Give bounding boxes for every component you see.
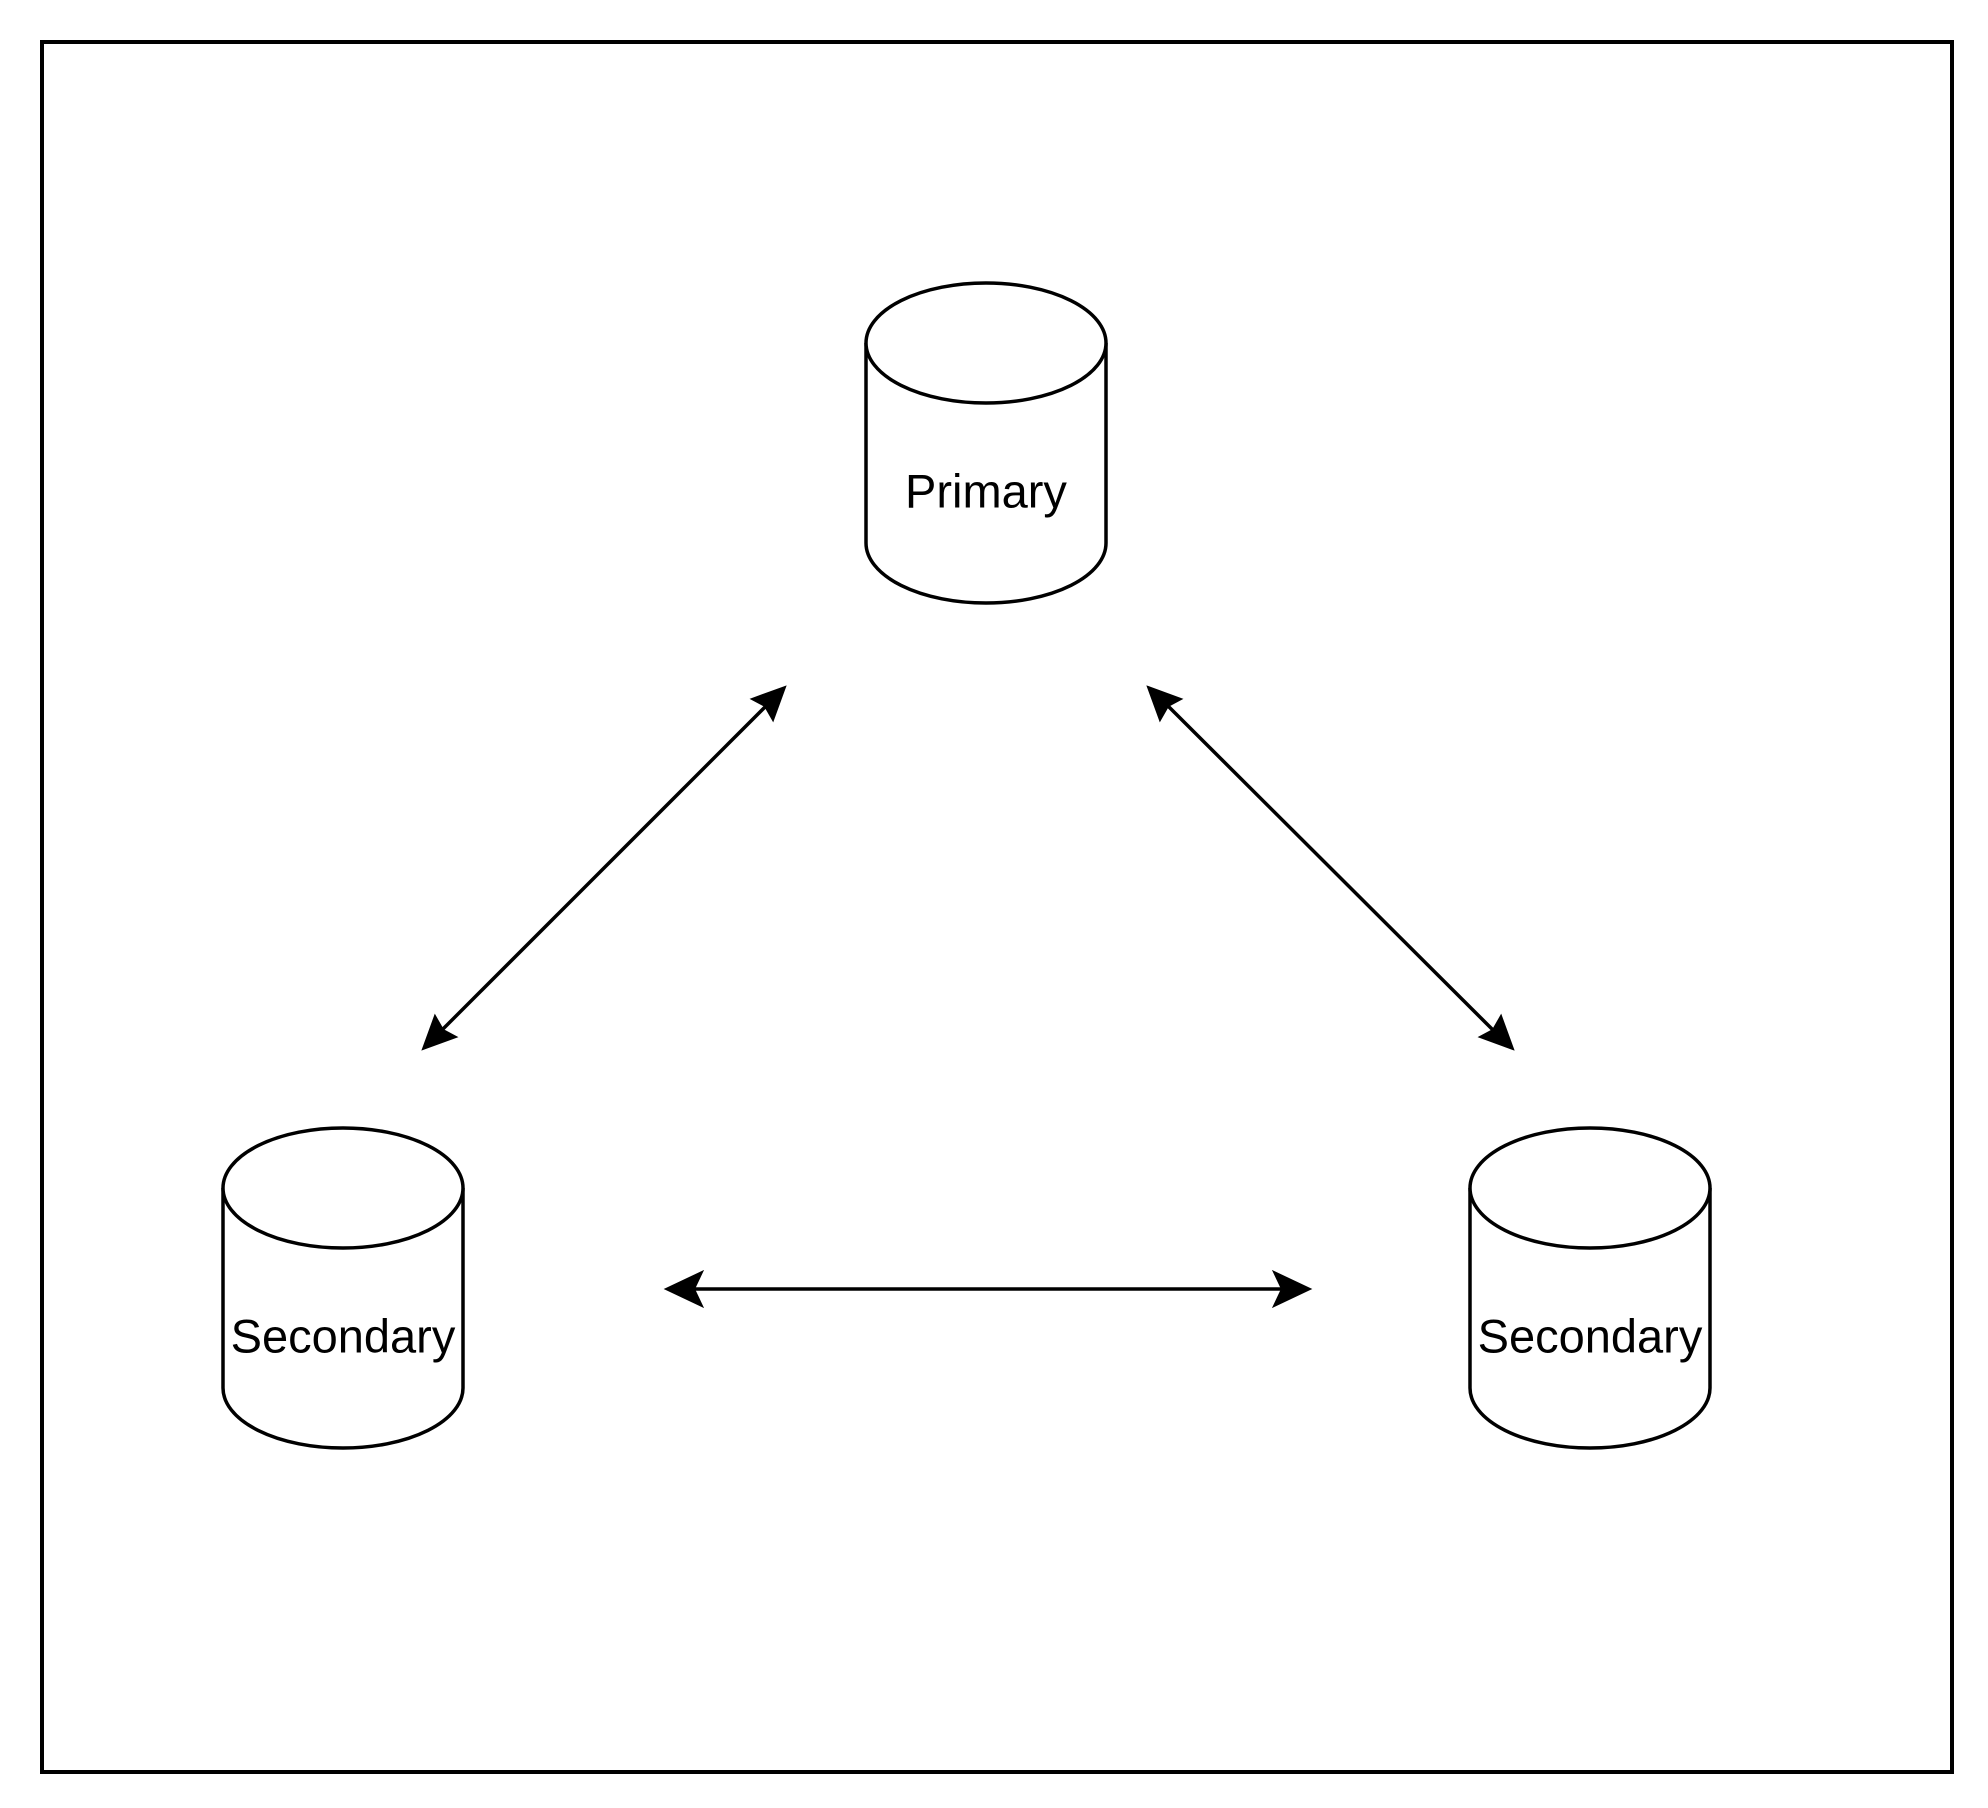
edge-secondary-right-primary	[1146, 685, 1515, 1051]
primary-label: Primary	[905, 464, 1067, 517]
arrowhead-to-secondary-right	[1477, 1013, 1515, 1051]
secondary-left-node[interactable]: Secondary	[221, 1126, 465, 1450]
arrowhead-to-primary-left	[749, 685, 787, 723]
secondary-left-cylinder-top	[221, 1126, 465, 1250]
edge-line-left-primary	[435, 700, 772, 1037]
arrowhead-bottom-left	[663, 1269, 705, 1309]
edge-secondary-left-primary	[421, 685, 787, 1051]
secondary-right-cylinder-body	[1468, 1188, 1712, 1450]
edge-line-right-primary	[1162, 700, 1500, 1037]
primary-cylinder-top	[864, 281, 1108, 405]
secondary-right-label: Secondary	[1478, 1309, 1703, 1362]
arrowhead-to-secondary-left	[421, 1013, 459, 1051]
secondary-right-cylinder-top	[1468, 1126, 1712, 1250]
secondary-left-cylinder-body	[221, 1188, 465, 1450]
edge-secondary-left-secondary-right	[663, 1269, 1313, 1309]
arrowhead-to-primary-right	[1146, 685, 1184, 723]
arrowhead-bottom-right	[1271, 1269, 1313, 1309]
secondary-left-label: Secondary	[231, 1309, 456, 1362]
primary-node[interactable]: Primary	[864, 281, 1108, 605]
secondary-right-node[interactable]: Secondary	[1468, 1126, 1712, 1450]
primary-cylinder-body	[864, 343, 1108, 605]
